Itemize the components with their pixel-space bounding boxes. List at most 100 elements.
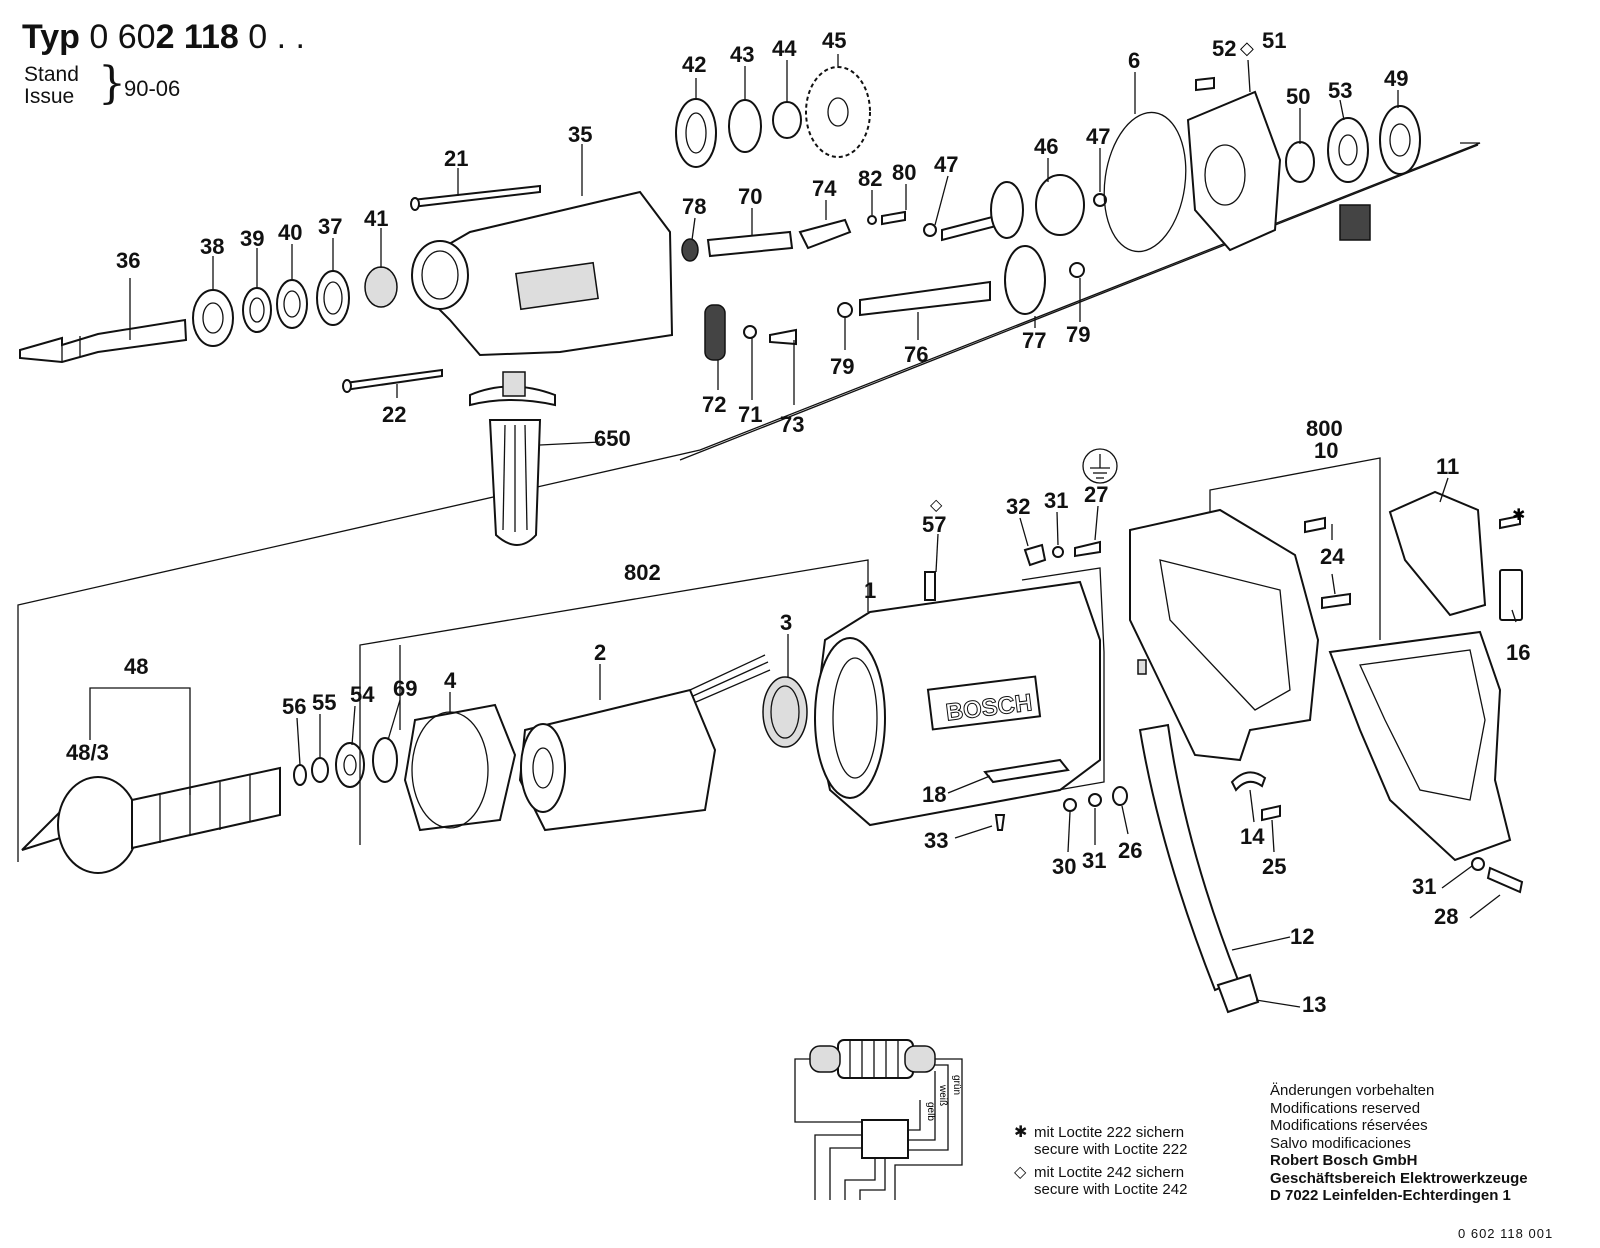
callout-70: 70 [738, 184, 762, 209]
o-ring-6 [1103, 111, 1187, 253]
callout-28: 28 [1434, 904, 1458, 929]
shafts-70-78 [681, 210, 937, 262]
callout-78: 78 [682, 194, 706, 219]
mod-line-fr: Modifications réservées [1270, 1117, 1428, 1134]
callout-18: 18 [922, 782, 946, 807]
callout-72: 72 [702, 392, 726, 417]
callout-42: 42 [682, 52, 706, 77]
callout-79b: 79 [1066, 322, 1090, 347]
diamond-icon-52: ◇ [1240, 38, 1254, 59]
air-guide-ring-4 [403, 703, 517, 832]
callout-27: 27 [1084, 482, 1108, 507]
callout-802: 802 [624, 560, 661, 585]
cable-12 [1137, 659, 1260, 1014]
star-icon: ✱ [1014, 1124, 1028, 1141]
callout-39: 39 [240, 226, 264, 251]
callout-21: 21 [444, 146, 468, 171]
handle-half-800 [1328, 630, 1512, 862]
callout-82: 82 [858, 166, 882, 191]
callout-50: 50 [1286, 84, 1310, 109]
stand-label: Stand [24, 63, 79, 86]
motor-housing-1: BOSCH [813, 571, 1101, 827]
callout-48-3: 48/3 [66, 740, 109, 765]
note-222-de: mit Loctite 222 sichern [1034, 1124, 1185, 1141]
screw-28-31 [1471, 857, 1524, 894]
handle-half-10 [1129, 508, 1351, 762]
note-242-en: secure with Loctite 242 [1034, 1181, 1188, 1198]
callout-38: 38 [200, 234, 224, 259]
note-loctite-222: ✱ mit Loctite 222 sichern secure with Lo… [1014, 1124, 1187, 1158]
callout-31a: 31 [1044, 488, 1068, 513]
callout-22: 22 [382, 402, 406, 427]
clamp-14-25 [1230, 771, 1281, 822]
spindle-36 [19, 318, 188, 364]
mod-line-en: Modifications reserved [1270, 1099, 1421, 1117]
typ-label: Typ [22, 18, 80, 56]
bearings-38-40 [192, 266, 398, 347]
small-parts-30-33 [994, 540, 1128, 831]
mod-line-es: Salvo modificaciones [1270, 1134, 1411, 1152]
bearings-49-53 [1285, 105, 1421, 241]
callout-52: 52 [1212, 36, 1236, 61]
typ-suffix: 0 . . [248, 18, 305, 56]
leader-lines [129, 54, 1517, 1008]
callout-69: 69 [393, 676, 417, 701]
callout-12: 12 [1290, 924, 1314, 949]
issue-date: 90-06 [124, 76, 181, 101]
callout-25: 25 [1262, 854, 1286, 879]
note-242-de: mit Loctite 242 sichern [1034, 1164, 1185, 1181]
bearing-54-56-69 [311, 737, 398, 788]
switch-11-16 [1388, 490, 1523, 621]
callout-2: 2 [594, 640, 606, 665]
callout-4: 4 [444, 668, 457, 693]
callout-6: 6 [1128, 48, 1140, 73]
callout-43: 43 [730, 42, 754, 67]
gear-shafts-46-76-77 [837, 174, 1107, 318]
note-222-en: secure with Loctite 222 [1034, 1141, 1188, 1158]
auxiliary-handle-650 [469, 371, 556, 546]
wiring-diagram: gelb weiß grün [794, 1039, 963, 1200]
company-division: Geschäftsbereich Elektrowerkzeuge [1270, 1169, 1528, 1187]
callout-32: 32 [1006, 494, 1030, 519]
diamond-icon: ◇ [1014, 1164, 1027, 1181]
callout-45: 45 [822, 28, 846, 53]
star-icon-11: ✱ [1512, 505, 1525, 524]
gear-housing-35 [411, 190, 674, 357]
callout-51: 51 [1262, 28, 1286, 53]
callout-48: 48 [124, 654, 148, 679]
wire-label-weiss: weiß [937, 1084, 948, 1106]
diamond-icon-57: ◇ [930, 495, 943, 514]
callout-57: 57 [922, 512, 946, 537]
mod-line-de: Änderungen vorbehalten [1270, 1082, 1435, 1099]
callout-26: 26 [1118, 838, 1142, 863]
callout-53: 53 [1328, 78, 1352, 103]
screws-21-22 [342, 184, 541, 393]
callout-47a: 47 [934, 152, 958, 177]
callout-71: 71 [738, 402, 762, 427]
loctite-notes: ✱ mit Loctite 222 sichern secure with Lo… [1014, 1124, 1187, 1204]
callout-40: 40 [278, 220, 302, 245]
note-loctite-242: ◇ mit Loctite 242 sichern secure with Lo… [1014, 1164, 1187, 1198]
callout-54: 54 [350, 682, 375, 707]
callout-37: 37 [318, 214, 342, 239]
callout-77: 77 [1022, 328, 1046, 353]
callout-79a: 79 [830, 354, 854, 379]
callout-33: 33 [924, 828, 948, 853]
callout-14: 14 [1240, 824, 1265, 849]
callout-55: 55 [312, 690, 336, 715]
drawing-code: 0 602 118 001 [1458, 1226, 1554, 1241]
callout-49: 49 [1384, 66, 1408, 91]
callout-31b: 31 [1082, 848, 1106, 873]
wire-label-gelb: gelb [925, 1102, 936, 1121]
callout-10: 10 [1314, 438, 1338, 463]
ring-3 [762, 676, 808, 748]
callout-1: 1 [864, 578, 876, 603]
callout-46: 46 [1034, 134, 1058, 159]
company-address: D 7022 Leinfelden-Echterdingen 1 [1270, 1187, 1511, 1204]
group-frame-lines [17, 142, 1481, 862]
typ-number-bold: 2 118 [155, 18, 239, 56]
modifications-block: Änderungen vorbehalten Modifications res… [1270, 1082, 1528, 1205]
field-2 [518, 654, 771, 832]
typ-number-light: 0 60 [89, 18, 156, 56]
